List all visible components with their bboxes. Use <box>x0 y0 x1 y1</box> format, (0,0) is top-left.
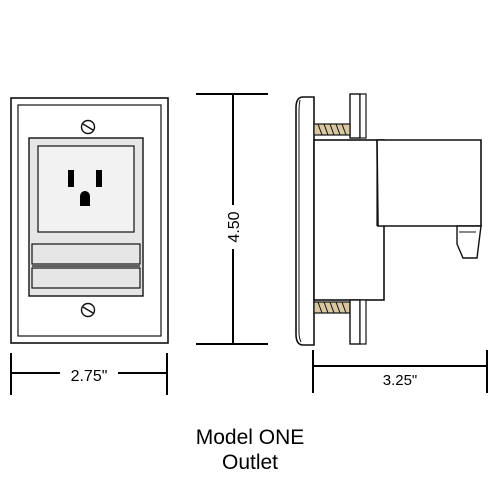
front-view <box>10 97 169 344</box>
neutral-slot <box>68 170 74 187</box>
ground-slot <box>80 191 90 206</box>
receptacle-icon <box>68 170 102 206</box>
bottom-mount-ear <box>349 299 361 345</box>
top-screw-icon <box>80 119 96 135</box>
rear-housing <box>376 139 482 227</box>
height-dimension: 4.50 <box>196 93 268 345</box>
rear-clip <box>456 225 482 259</box>
depth-label: 3.25" <box>383 372 418 389</box>
hot-slot <box>96 170 102 187</box>
side-plate-profile <box>295 96 315 346</box>
device-body <box>313 139 385 301</box>
width-dimension: 2.75" <box>10 353 168 395</box>
side-view <box>295 93 482 346</box>
depth-dimension: 3.25" <box>312 350 488 393</box>
caption-model: Model ONE <box>195 426 305 449</box>
caption-type: Outlet <box>221 451 279 474</box>
indicator-bar-lower <box>31 267 141 289</box>
receptacle-face <box>37 145 135 233</box>
height-label: 4.50 <box>226 211 243 242</box>
indicator-bar-upper <box>31 243 141 265</box>
top-mount-ear <box>349 93 361 139</box>
width-label: 2.75" <box>71 368 108 385</box>
bottom-screw-icon <box>80 302 96 318</box>
